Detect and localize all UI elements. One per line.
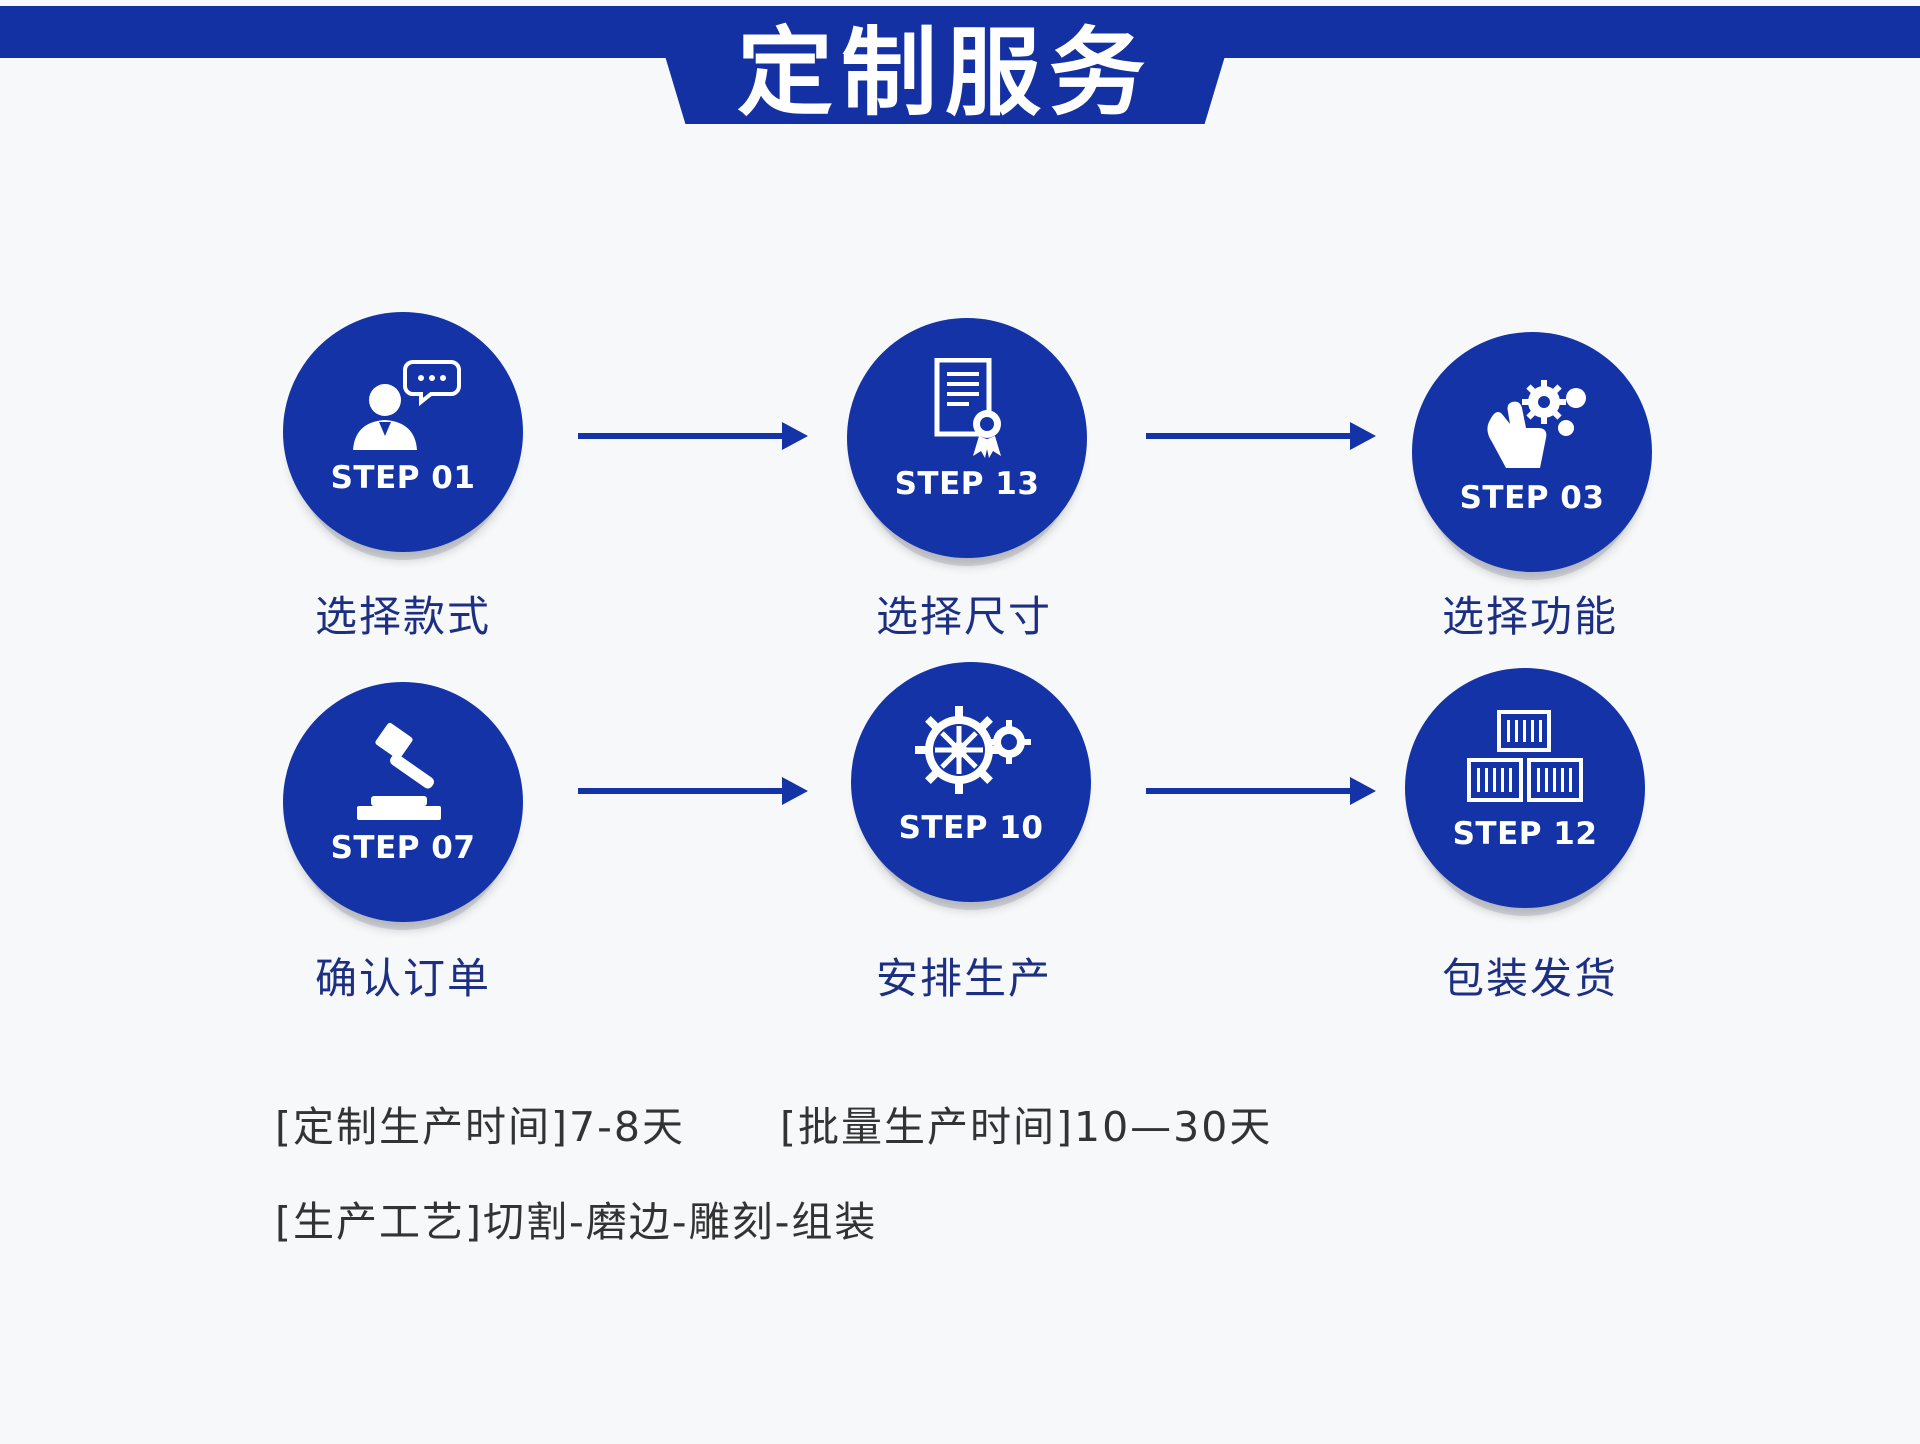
step-6: STEP 12 <box>1405 668 1645 908</box>
step-circle <box>851 662 1091 902</box>
step-name: 选择功能 <box>1441 592 1618 641</box>
step-label: STEP 03 <box>1459 480 1605 516</box>
cargo-boxes-icon <box>1465 708 1585 808</box>
certificate-icon <box>907 358 1027 458</box>
step-circle <box>1405 668 1645 908</box>
consultant-chat-icon <box>343 352 463 452</box>
step-name: 确认订单 <box>314 954 491 1003</box>
custom-production-time: [定制生产时间]7-8天 <box>275 1103 685 1151</box>
header-tab <box>650 6 1240 124</box>
batch-production-time: [批量生产时间]10—30天 <box>780 1103 1273 1151</box>
step-label: STEP 01 <box>330 460 476 496</box>
page-title: 定制服务 <box>737 16 1153 129</box>
step-5: STEP 10 <box>851 662 1091 902</box>
step-name: 包装发货 <box>1441 954 1618 1003</box>
step-3: STEP 03 <box>1412 332 1652 572</box>
step-name: 安排生产 <box>875 954 1052 1003</box>
production-process: [生产工艺]切割-磨边-雕刻-组装 <box>275 1198 878 1246</box>
step-label: STEP 07 <box>330 830 476 866</box>
arrow-right-icon <box>1146 416 1376 456</box>
arrow-right-icon <box>1146 771 1376 811</box>
gears-icon <box>911 702 1031 802</box>
hand-gear-icon <box>1472 372 1592 472</box>
arrow-right-icon <box>578 416 808 456</box>
step-label: STEP 10 <box>898 810 1044 846</box>
step-4: STEP 07 <box>283 682 523 922</box>
step-label: STEP 13 <box>894 466 1040 502</box>
arrow-right-icon <box>578 771 808 811</box>
step-1: STEP 01 <box>283 312 523 552</box>
step-name: 选择款式 <box>314 592 491 641</box>
step-name: 选择尺寸 <box>875 592 1052 641</box>
step-2: STEP 13 <box>847 318 1087 558</box>
gavel-icon <box>343 722 463 822</box>
step-label: STEP 12 <box>1452 816 1598 852</box>
